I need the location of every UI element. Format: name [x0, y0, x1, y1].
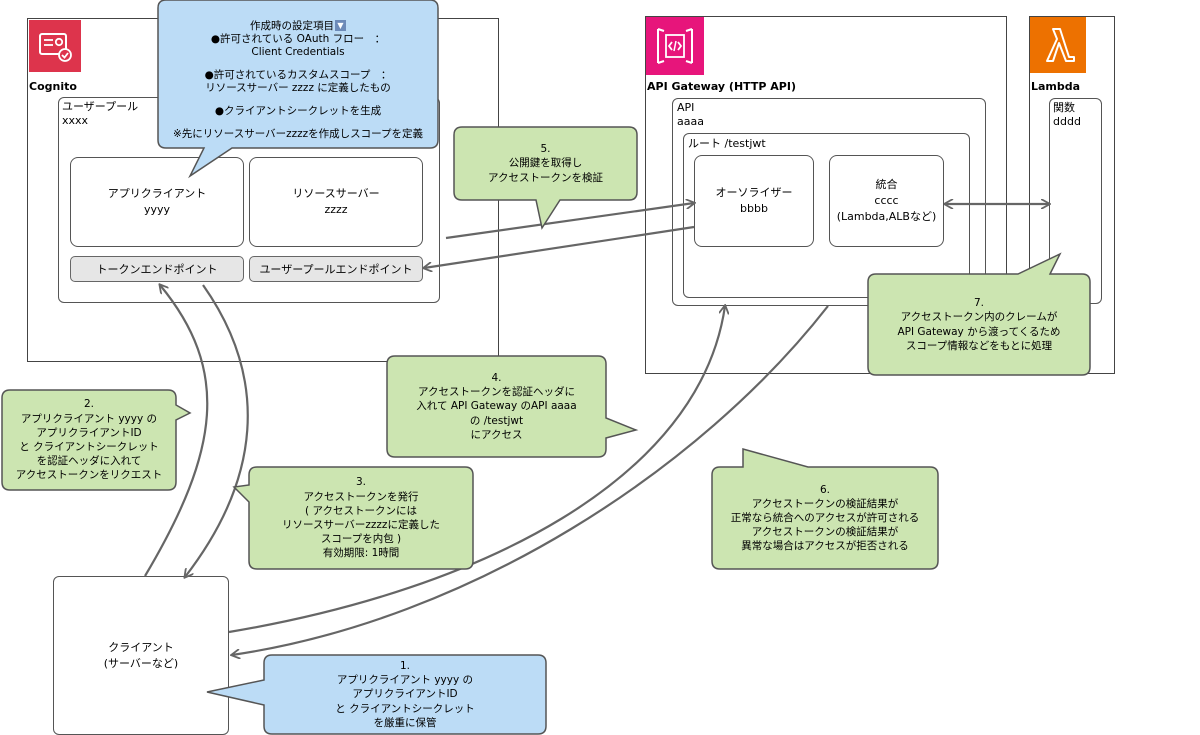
arrow-integration-to-client — [232, 305, 829, 655]
step4-callout-shape — [386, 355, 639, 458]
arrow-authorizer-to-userpool-endpoint — [424, 225, 695, 268]
api-label: API aaaa — [677, 101, 704, 129]
step5-callout-shape — [453, 126, 638, 230]
step-number: 4. — [491, 372, 502, 385]
step-text: アクセストークンを発行 ( アクセストークンには リソースサーバーzzzzに定義… — [282, 490, 440, 560]
step2-callout-shape — [1, 389, 192, 491]
lambda-title: Lambda — [1031, 80, 1081, 93]
step-number: 2. — [83, 398, 95, 411]
lambda-icon — [1030, 17, 1086, 73]
app-client-box: アプリクライアント yyyy — [70, 157, 244, 247]
step-text: アクセストークン内のクレームが API Gateway から渡ってくるため スコ… — [897, 311, 1061, 352]
step-number: 6. — [819, 483, 831, 496]
resource-server-box: リソースサーバー zzzz — [249, 157, 423, 247]
step4-callout: 4. アクセストークンを認証ヘッダに 入れて API Gateway のAPI … — [387, 356, 606, 457]
step-text: 公開鍵を取得し アクセストークンを検証 — [488, 157, 603, 184]
flow-arrows — [144, 203, 1049, 655]
settings-callout: 作成時の設定項目▼ ●許可されている OAuth フロー ： Client Cr… — [158, 4, 438, 144]
step-text: アクセストークンを認証ヘッダに 入れて API Gateway のAPI aaa… — [416, 386, 577, 441]
userpool-label: ユーザープール xxxx — [62, 100, 139, 128]
step2-callout: 2. アプリクライアント yyyy の アプリクライアントID と クライアント… — [2, 390, 176, 490]
route-label: ルート /testjwt — [688, 137, 766, 150]
token-endpoint: トークンエンドポイント — [70, 256, 244, 282]
step7-callout: 7. アクセストークン内のクレームが API Gateway から渡ってくるため… — [868, 274, 1090, 375]
step6-callout-shape — [711, 448, 939, 570]
settings-callout-title-row: 作成時の設定項目▼ — [250, 7, 346, 33]
arrow-token-endpoint-to-client — [185, 284, 249, 577]
step1-callout-shape — [206, 654, 547, 735]
settings-line: リソースサーバー zzzz に定義したもの — [205, 82, 391, 95]
step5-callout: 5. 公開鍵を取得し アクセストークンを検証 — [454, 127, 637, 200]
step-number: 3. — [355, 476, 367, 489]
settings-line: ●クライアントシークレットを生成 — [214, 105, 382, 118]
chevron-down-icon[interactable]: ▼ — [335, 20, 346, 32]
cognito-title: Cognito — [29, 80, 77, 93]
settings-callout-shape — [157, 0, 439, 179]
apigw-title: API Gateway (HTTP API) — [647, 80, 796, 93]
userpool-endpoint: ユーザープールエンドポイント — [249, 256, 423, 282]
arrow-client-to-token-endpoint — [144, 285, 209, 577]
arrow-callout5-to-authorizer — [445, 203, 694, 240]
integration-box: 統合 cccc (Lambda,ALBなど) — [829, 155, 944, 247]
step-number: 7. — [973, 297, 985, 310]
api-gateway-icon — [646, 17, 704, 75]
step-text: アクセストークンの検証結果が 正常なら統合へのアクセスが許可される アクセストー… — [730, 497, 920, 553]
settings-line: ●許可されている OAuth フロー ： — [210, 32, 386, 45]
step-number: 5. — [540, 143, 551, 156]
step-text: アプリクライアント yyyy の アプリクライアントID と クライアントシーク… — [15, 412, 163, 482]
step3-callout: 3. アクセストークンを発行 ( アクセストークンには リソースサーバーzzzz… — [249, 467, 473, 569]
settings-line: Client Credentials — [251, 45, 345, 58]
step-number: 1. — [399, 660, 411, 673]
settings-line: ●許可されているカスタムスコープ ： — [204, 69, 392, 81]
client-box: クライアント (サーバーなど) — [53, 576, 229, 735]
function-label: 関数 dddd — [1053, 101, 1081, 129]
step6-callout: 6. アクセストークンの検証結果が 正常なら統合へのアクセスが許可される アクセ… — [712, 467, 938, 569]
step7-callout-shape — [867, 252, 1091, 376]
step-text: アプリクライアント yyyy の アプリクライアントID と クライアントシーク… — [335, 674, 475, 729]
settings-line: ※先にリソースサーバーzzzzを作成しスコープを定義 — [172, 128, 424, 141]
step1-callout: 1. アプリクライアント yyyy の アプリクライアントID と クライアント… — [264, 655, 546, 734]
authorizer-box: オーソライザー bbbb — [694, 155, 814, 247]
cognito-icon — [29, 20, 81, 72]
settings-callout-title: 作成時の設定項目 — [250, 19, 334, 32]
step3-callout-shape — [232, 466, 474, 570]
arrow-client-to-authorizer — [228, 306, 725, 634]
